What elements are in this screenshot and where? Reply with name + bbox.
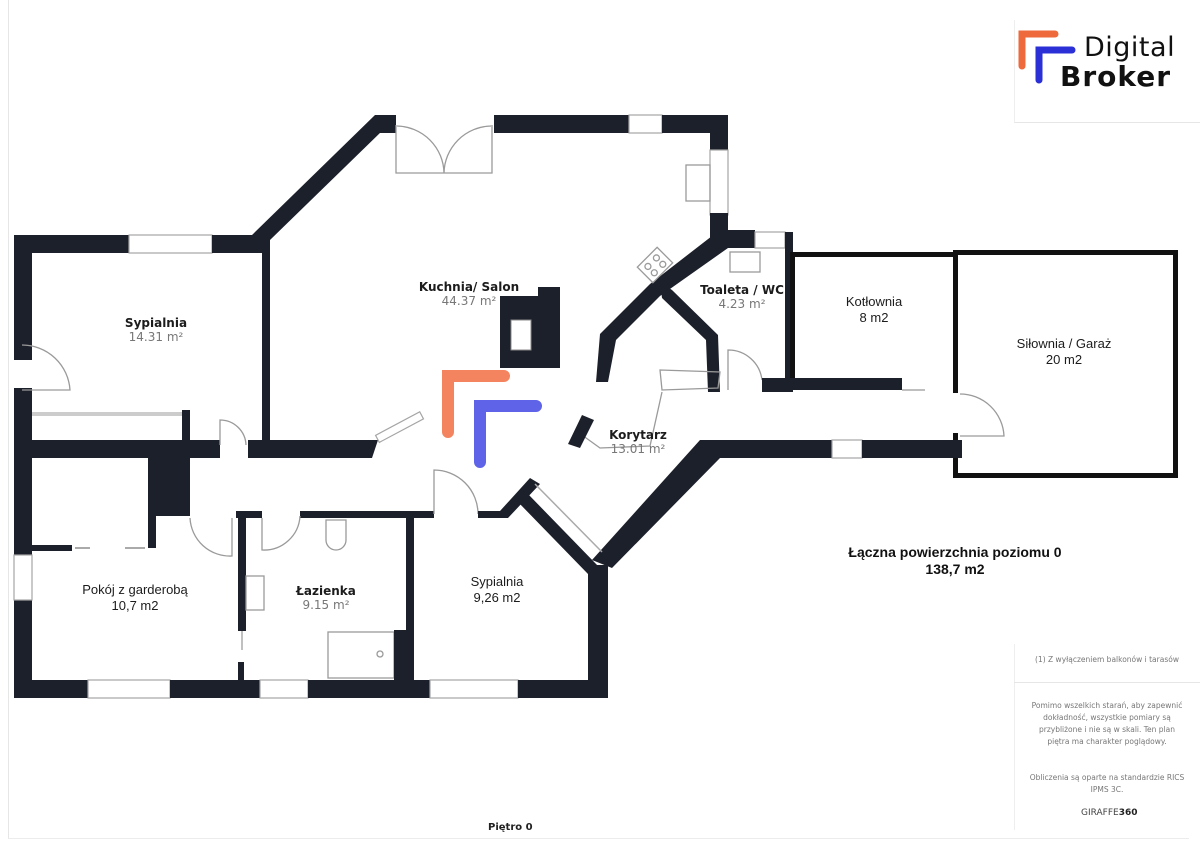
shower-icon xyxy=(327,631,395,679)
wall xyxy=(862,440,962,458)
logo: Digital Broker xyxy=(1060,34,1175,91)
wall xyxy=(588,565,608,698)
wall xyxy=(518,680,608,698)
wall xyxy=(148,458,156,548)
disclaimer: Pomimo wszelkich starań, aby zapewnić do… xyxy=(1031,701,1183,746)
wall xyxy=(238,662,244,680)
wall xyxy=(262,240,270,440)
window xyxy=(628,114,663,134)
door-swing xyxy=(189,517,233,557)
wall xyxy=(14,388,32,698)
wall xyxy=(953,250,1178,255)
fireplace-opening xyxy=(510,319,532,351)
wall xyxy=(494,115,629,133)
door-swing xyxy=(219,419,247,446)
wall xyxy=(378,115,396,133)
room-label-bedroom-2: Sypialnia 9,26 m2 xyxy=(470,574,524,605)
watermark-orange-mark xyxy=(442,370,510,438)
sink-icon xyxy=(245,575,265,611)
wall xyxy=(953,250,958,393)
wall xyxy=(212,235,264,253)
window xyxy=(87,679,171,699)
wall xyxy=(596,236,728,382)
door-swing xyxy=(727,349,763,390)
sink-icon xyxy=(729,251,761,273)
door-swing xyxy=(261,515,301,551)
wall xyxy=(300,511,420,518)
wall xyxy=(14,680,88,698)
standard-note: Obliczenia są oparte na standardzie RICS… xyxy=(1029,773,1185,794)
window xyxy=(259,679,309,699)
wall xyxy=(710,115,728,150)
watermark-blue-mark xyxy=(474,400,542,468)
room-label-bedroom-1: Sypialnia 14.31 m² xyxy=(124,316,188,345)
wall xyxy=(14,235,32,360)
total-area-label: Łączna powierzchnia poziomu 0 xyxy=(848,544,1062,560)
wall xyxy=(785,232,793,392)
floor-label: Piętro 0 xyxy=(488,822,533,833)
wall xyxy=(406,511,414,698)
window xyxy=(429,679,519,699)
room-label-gym-garage: Siłownia / Garaż 20 m2 xyxy=(1016,336,1112,367)
wall xyxy=(414,511,434,518)
wall xyxy=(568,415,594,448)
room-label-kitchen-salon: Kuchnia/ Salon 44.37 m² xyxy=(418,280,520,309)
notes-panel xyxy=(1014,644,1200,830)
floor-plan-page xyxy=(8,0,1189,839)
notes-divider xyxy=(1014,682,1200,683)
wall xyxy=(1173,250,1178,478)
sink-icon xyxy=(685,164,711,202)
total-area: Łączna powierzchnia poziomu 0 138,7 m2 xyxy=(848,544,1061,578)
wall xyxy=(308,680,430,698)
wall xyxy=(248,440,368,458)
room-label-room-with-wardrobe: Pokój z garderobą 10,7 m2 xyxy=(82,582,188,613)
window xyxy=(128,234,213,254)
logo-blue-mark xyxy=(1035,46,1076,84)
window xyxy=(709,149,729,216)
fireplace xyxy=(538,287,560,368)
wall xyxy=(14,440,220,458)
door-swing xyxy=(433,469,479,515)
giraffe360-brand: GIRAFFE360 xyxy=(1081,808,1138,818)
window xyxy=(754,231,786,249)
wall xyxy=(478,478,540,518)
total-area-value: 138,7 m2 xyxy=(925,560,985,577)
room-label-bathroom: Łazienka 9.15 m² xyxy=(296,584,356,613)
room-label-wc: Toaleta / WC 4.23 m² xyxy=(700,283,784,312)
wall xyxy=(238,511,246,631)
logo-panel xyxy=(1014,20,1200,123)
wall xyxy=(394,630,408,680)
toilet-icon xyxy=(325,519,347,551)
wall xyxy=(953,473,1178,478)
footnote: (1) Z wyłączeniem balkonów i tarasów xyxy=(1035,655,1179,664)
stairs xyxy=(574,369,721,449)
wall xyxy=(592,440,832,568)
wall xyxy=(182,410,190,440)
wall xyxy=(352,440,378,458)
wall xyxy=(518,494,598,574)
window xyxy=(374,411,425,444)
door-swing xyxy=(21,344,71,391)
logo-line1: Digital xyxy=(1084,32,1176,63)
window xyxy=(831,439,863,459)
patio-door xyxy=(395,125,493,174)
wardrobe xyxy=(32,412,182,416)
room-label-boiler-room: Kotłownia 8 m2 xyxy=(845,294,903,325)
wall xyxy=(252,115,395,250)
wall xyxy=(32,545,72,551)
logo-line2: Broker xyxy=(1060,60,1172,93)
wall xyxy=(790,252,956,257)
door-swing xyxy=(959,393,1005,437)
cooktop-icon xyxy=(636,246,674,284)
room-label-corridor: Korytarz 13.01 m² xyxy=(609,428,667,457)
wall xyxy=(790,252,795,384)
logo-orange-mark xyxy=(1018,30,1059,70)
wall xyxy=(762,378,902,390)
wall xyxy=(170,680,260,698)
wall xyxy=(236,511,262,518)
wall xyxy=(660,282,720,392)
window xyxy=(13,554,33,601)
wall xyxy=(14,235,129,253)
